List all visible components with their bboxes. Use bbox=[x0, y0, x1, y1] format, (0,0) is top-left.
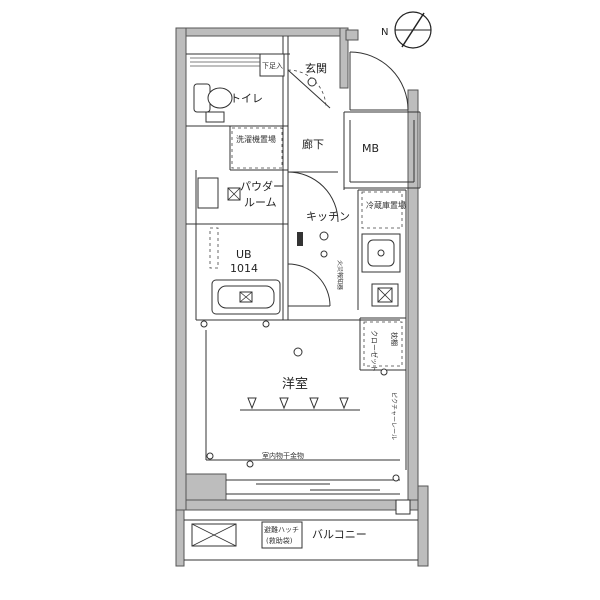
washer-area bbox=[231, 127, 283, 169]
towel-bar bbox=[209, 227, 219, 269]
outer-walls bbox=[175, 27, 429, 567]
evac-hatch-box bbox=[261, 521, 303, 549]
unit-bath-label-2: 1014 bbox=[230, 262, 258, 275]
closet-label: クローゼット bbox=[370, 330, 379, 372]
toilet-fixture bbox=[193, 83, 233, 123]
balcony-label: バルコニー bbox=[312, 528, 367, 541]
toilet-shelf bbox=[190, 57, 260, 67]
compass-north-icon: N bbox=[381, 11, 432, 49]
switch-icon bbox=[297, 232, 303, 246]
light-icon bbox=[307, 77, 317, 87]
hallway-label: 廊下 bbox=[302, 137, 324, 151]
kitchen-sink bbox=[361, 233, 401, 273]
toilet-label: トイレ bbox=[230, 92, 263, 105]
mb-label: MB bbox=[362, 142, 379, 155]
svg-text:N: N bbox=[381, 27, 388, 38]
evac-hatch-label-1: 避難ハッチ bbox=[264, 525, 299, 534]
evac-hatch bbox=[191, 523, 237, 547]
picture-rail-label: ピクチャーレール bbox=[390, 392, 397, 440]
washer-label: 洗濯機置場 bbox=[236, 134, 276, 144]
hallway-door bbox=[287, 171, 339, 223]
cooktop-icon bbox=[371, 283, 399, 307]
fire-alarm-label: 火災報知器 bbox=[336, 260, 344, 290]
sink-fixture bbox=[197, 177, 241, 209]
toilet-door bbox=[287, 69, 331, 109]
shelf-label: 枕棚 bbox=[390, 332, 399, 346]
outlet-icons bbox=[200, 320, 400, 482]
spotlight-rail bbox=[240, 397, 360, 411]
kitchen-sensor-icon bbox=[320, 250, 328, 258]
shoe-cabinet-label: 下足入 bbox=[262, 62, 283, 70]
western-room-label: 洋室 bbox=[282, 376, 308, 392]
kitchen-light-icon bbox=[319, 231, 329, 241]
entrance-door bbox=[349, 51, 409, 111]
ceiling-light-icon bbox=[293, 347, 303, 357]
shoe-cabinet bbox=[259, 53, 285, 77]
entrance-label: 玄関 bbox=[305, 61, 327, 75]
fridge-label: 冷蔵庫置場 bbox=[366, 200, 406, 210]
indoor-drying-label: 室内物干金物 bbox=[262, 451, 304, 460]
closet-area bbox=[363, 321, 403, 367]
unit-bath-label-1: UB bbox=[236, 248, 252, 261]
fridge-area bbox=[361, 191, 403, 229]
bath-door bbox=[287, 263, 331, 307]
evac-hatch-label-2: (救助袋) bbox=[266, 536, 293, 545]
kitchen-label: キッチン bbox=[306, 210, 350, 223]
powder-room-label-2: ルーム bbox=[244, 196, 277, 209]
balcony-window bbox=[256, 483, 411, 515]
powder-room-label-1: パウダー bbox=[240, 179, 284, 193]
bathtub bbox=[211, 279, 281, 315]
